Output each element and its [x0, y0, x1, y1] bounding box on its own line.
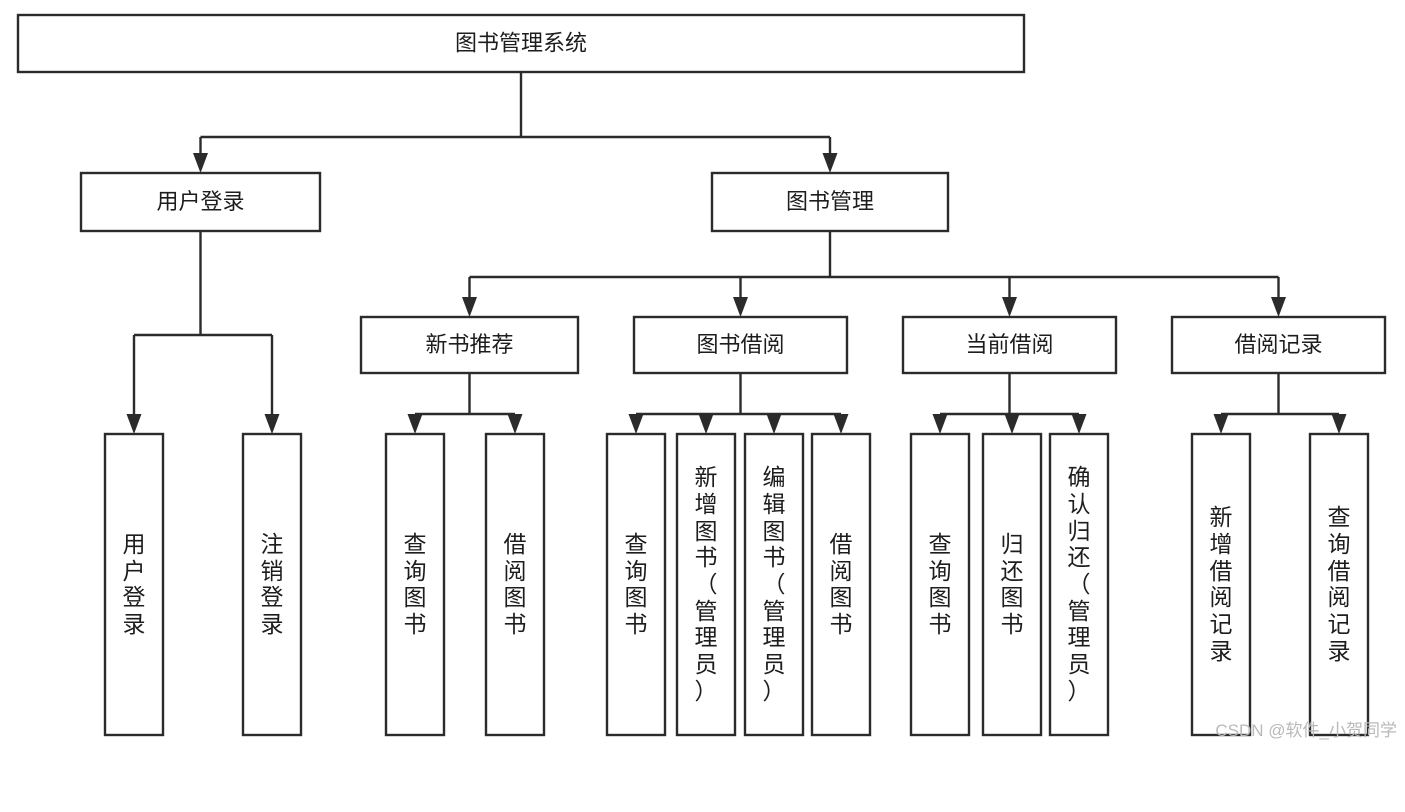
arrow-head-icon [264, 414, 280, 434]
node-label-user-login: 用户登录 [156, 189, 244, 214]
node-box-leaf-query-book-2 [605, 432, 667, 737]
node-leaf-confirm-return[interactable] [1048, 432, 1110, 737]
arrow-head-icon [1071, 414, 1087, 434]
arrow-head-icon [193, 153, 208, 173]
node-label-new-book-recommend: 新书推荐 [425, 332, 513, 357]
node-leaf-query-book-3[interactable] [909, 432, 971, 737]
arrow-head-icon [833, 414, 849, 434]
node-box-leaf-edit-book [743, 432, 805, 737]
edges-borrow-records-to-leaves [1213, 373, 1347, 434]
node-box-leaf-logout-login [241, 432, 303, 737]
node-leaf-logout-login[interactable] [241, 432, 303, 737]
arrow-head-icon [766, 414, 782, 434]
node-box-leaf-query-book-1 [384, 432, 446, 737]
node-book-borrow[interactable]: 图书借阅 [632, 315, 849, 375]
node-leaf-query-book-1[interactable] [384, 432, 446, 737]
edges-current-borrow-to-leaves [932, 373, 1087, 434]
node-box-root [16, 13, 1026, 74]
node-box-leaf-query-borrow-record [1308, 432, 1370, 737]
arrow-head-icon [462, 297, 477, 317]
node-leaf-query-book-2[interactable] [605, 432, 667, 737]
node-leaf-add-book[interactable] [675, 432, 737, 737]
arrow-head-icon [1213, 414, 1229, 434]
node-leaf-borrow-book-2[interactable] [810, 432, 872, 737]
node-leaf-add-borrow-record[interactable] [1190, 432, 1252, 737]
node-new-book-recommend[interactable]: 新书推荐 [359, 315, 580, 375]
node-leaf-borrow-book-1[interactable] [484, 432, 546, 737]
node-box-book-borrow [632, 315, 849, 375]
arrow-head-icon [628, 414, 644, 434]
edges-new-book-recommend-to-leaves [407, 373, 523, 434]
node-box-leaf-confirm-return [1048, 432, 1110, 737]
watermark-text: CSDN @软件_小贺同学 [1215, 721, 1397, 740]
node-box-leaf-query-book-3 [909, 432, 971, 737]
arrow-head-icon [407, 414, 423, 434]
node-borrow-records[interactable]: 借阅记录 [1170, 315, 1387, 375]
arrow-head-icon [1271, 297, 1286, 317]
edges-user-login-to-leaves [126, 231, 280, 434]
node-box-leaf-return-book [981, 432, 1043, 737]
node-label-root: 图书管理系统 [455, 30, 587, 55]
node-leaf-user-login[interactable] [103, 432, 165, 737]
node-box-leaf-add-borrow-record [1190, 432, 1252, 737]
node-leaf-return-book[interactable] [981, 432, 1043, 737]
node-current-borrow[interactable]: 当前借阅 [901, 315, 1118, 375]
node-book-management[interactable]: 图书管理 [710, 171, 950, 233]
arrow-head-icon [1331, 414, 1347, 434]
node-box-book-management [710, 171, 950, 233]
node-box-user-login [79, 171, 322, 233]
flowchart-canvas: 图书管理系统用户登录图书管理新书推荐图书借阅当前借阅借阅记录 用户登录注销登录查… [16, 13, 1397, 740]
edges-book-borrow-to-leaves [628, 373, 849, 434]
node-label-borrow-records: 借阅记录 [1234, 332, 1322, 357]
arrow-head-icon [507, 414, 523, 434]
node-label-book-management: 图书管理 [786, 189, 874, 214]
arrow-head-icon [822, 153, 838, 173]
edges-book-management-to-level3 [462, 231, 1286, 317]
arrow-head-icon [698, 414, 714, 434]
node-leaf-query-borrow-record[interactable] [1308, 432, 1370, 737]
node-leaf-edit-book[interactable] [743, 432, 805, 737]
node-box-leaf-borrow-book-2 [810, 432, 872, 737]
arrow-head-icon [126, 414, 142, 434]
node-box-new-book-recommend [359, 315, 580, 375]
arrow-head-icon [733, 297, 748, 317]
arrow-head-icon [932, 414, 948, 434]
node-root[interactable]: 图书管理系统 [16, 13, 1026, 74]
node-box-leaf-user-login [103, 432, 165, 737]
arrow-head-icon [1004, 414, 1020, 434]
node-box-leaf-borrow-book-1 [484, 432, 546, 737]
node-user-login[interactable]: 用户登录 [79, 171, 322, 233]
node-box-borrow-records [1170, 315, 1387, 375]
node-label-current-borrow: 当前借阅 [965, 332, 1053, 357]
node-box-leaf-add-book [675, 432, 737, 737]
arrow-head-icon [1002, 297, 1017, 317]
edges-root-to-level2 [193, 72, 838, 173]
node-box-current-borrow [901, 315, 1118, 375]
node-label-book-borrow: 图书借阅 [696, 332, 784, 357]
